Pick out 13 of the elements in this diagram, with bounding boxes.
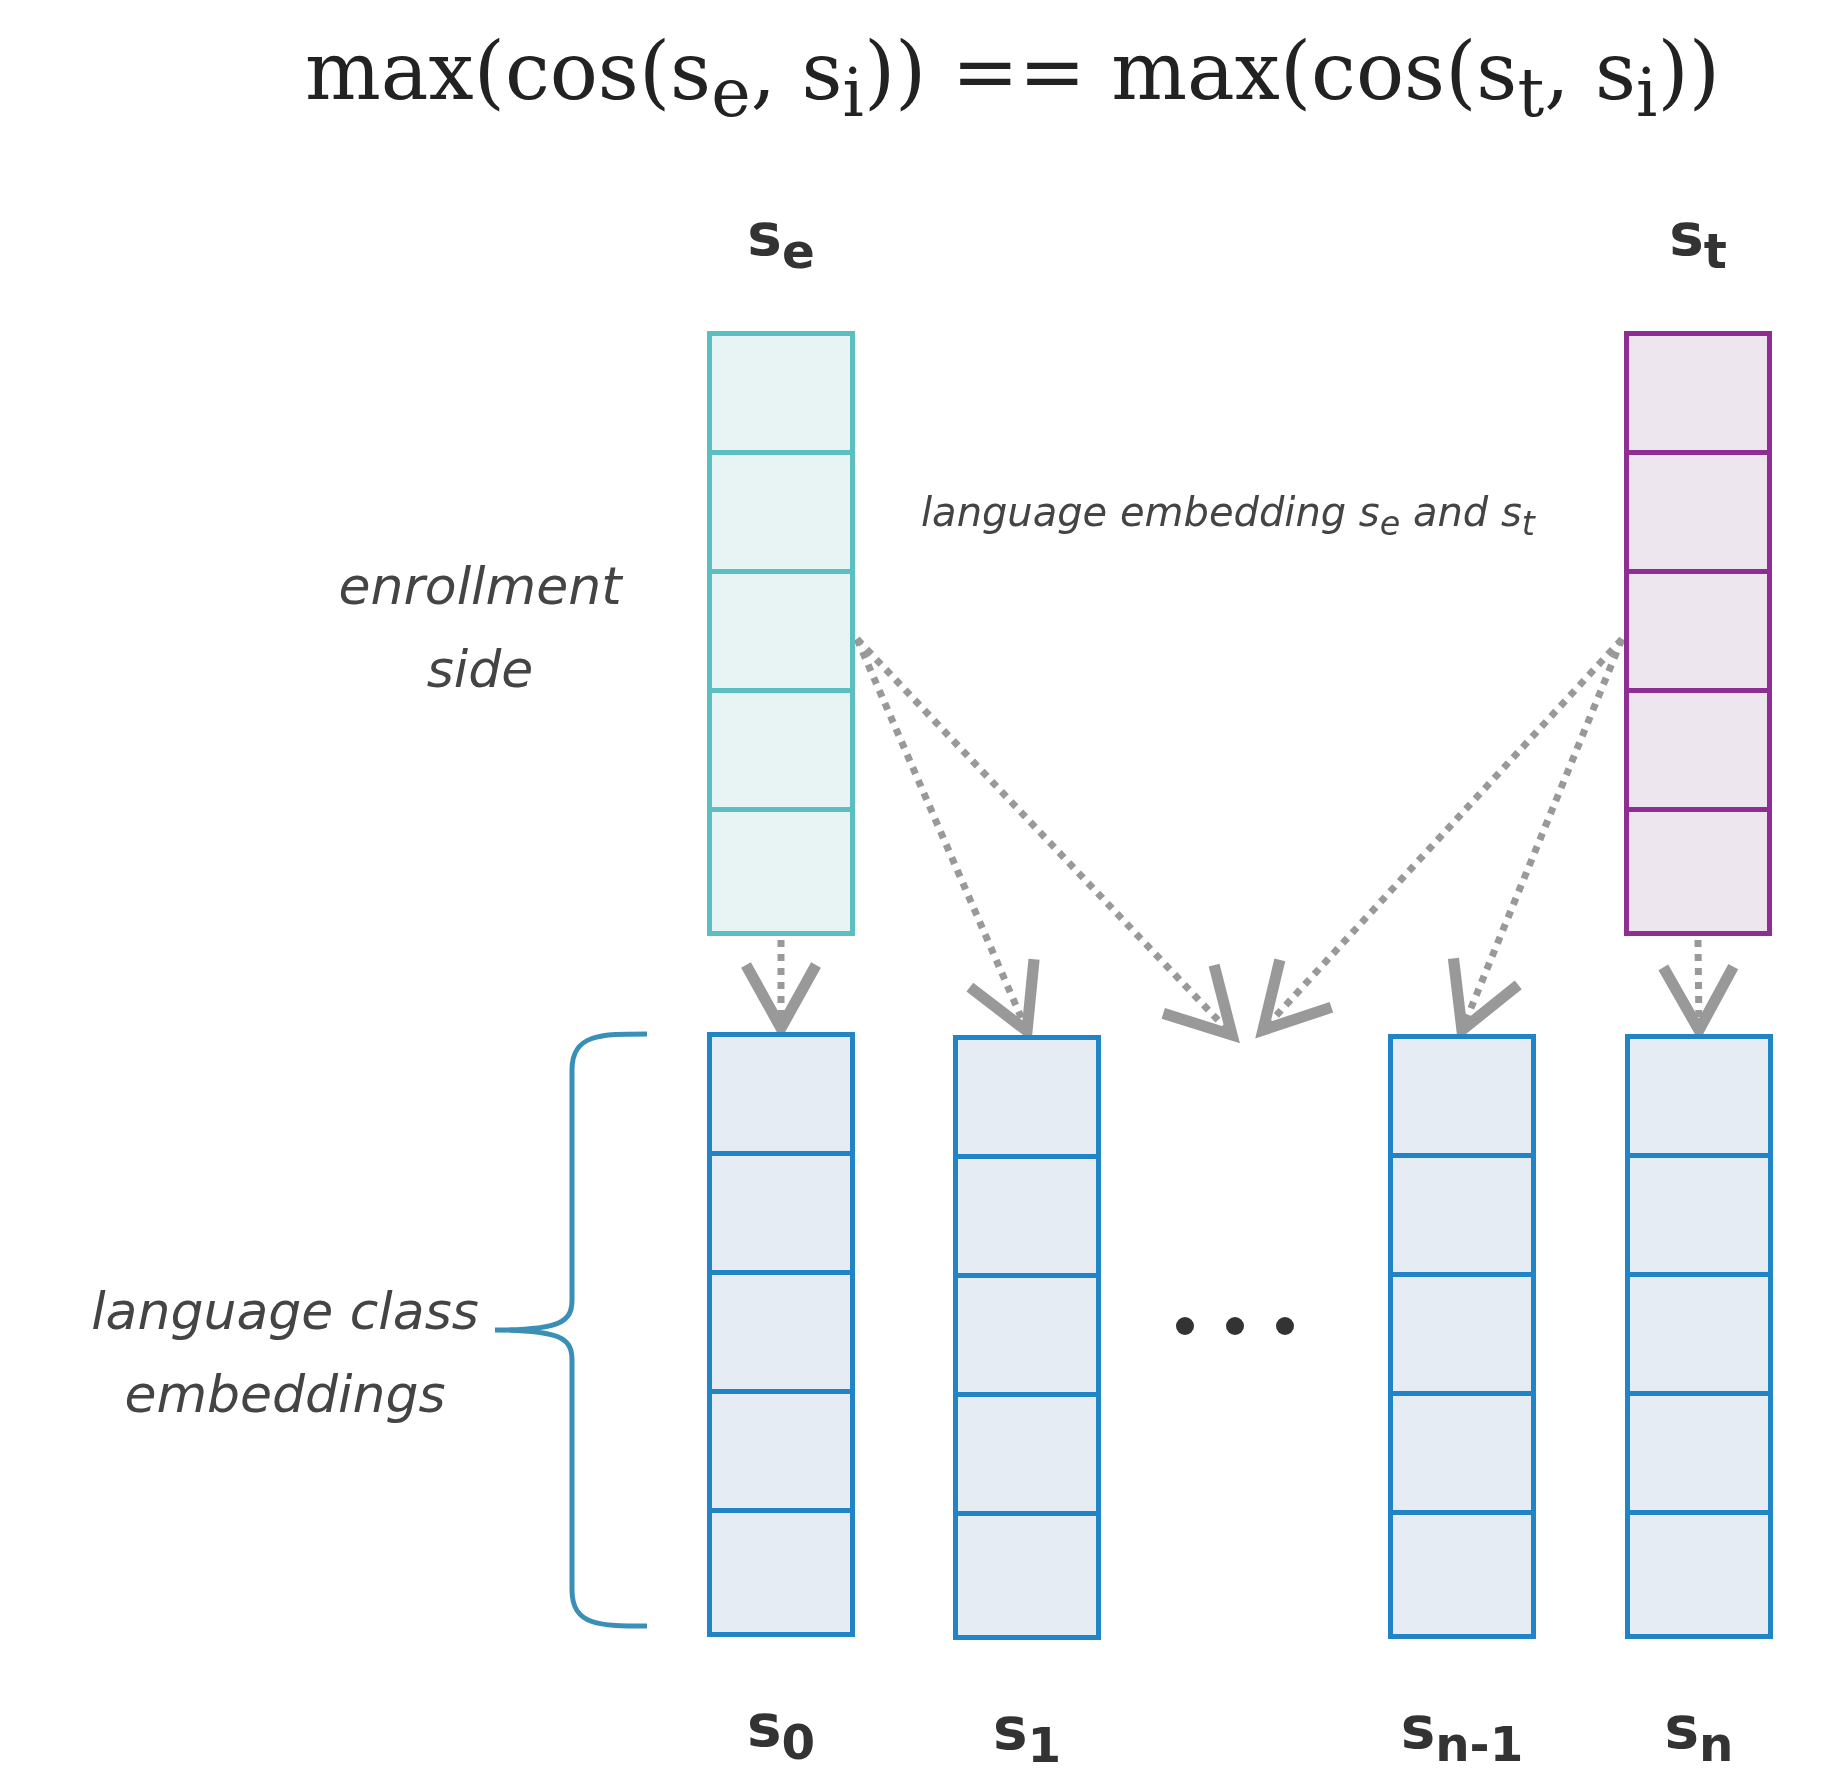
dotted-arrow bbox=[854, 636, 1238, 1041]
annotation-text: enrollment side bbox=[337, 555, 624, 702]
dotted-arrow bbox=[1657, 939, 1739, 1036]
annotation-text: language embedding s$_{e}$ and s$_{t}$ bbox=[921, 488, 1537, 545]
vector-label: s$_{n-1}$ bbox=[1399, 1694, 1525, 1772]
vector-label: s$_{0}$ bbox=[745, 1692, 817, 1770]
vector-label: s$_{e}$ bbox=[746, 201, 816, 279]
vector-label: s$_{n}$ bbox=[1663, 1694, 1735, 1772]
vector-label: s$_{1}$ bbox=[991, 1695, 1063, 1773]
dotted-arrow bbox=[1447, 637, 1626, 1036]
annotation-text: language class embeddings bbox=[90, 1280, 480, 1427]
vector-label: s$_{t}$ bbox=[1668, 201, 1728, 279]
formula-title: max(cos(s$_{e}$, s$_{i}$)) == max(cos(s$_{t}$, s$_{i}$)) bbox=[305, 25, 1720, 132]
